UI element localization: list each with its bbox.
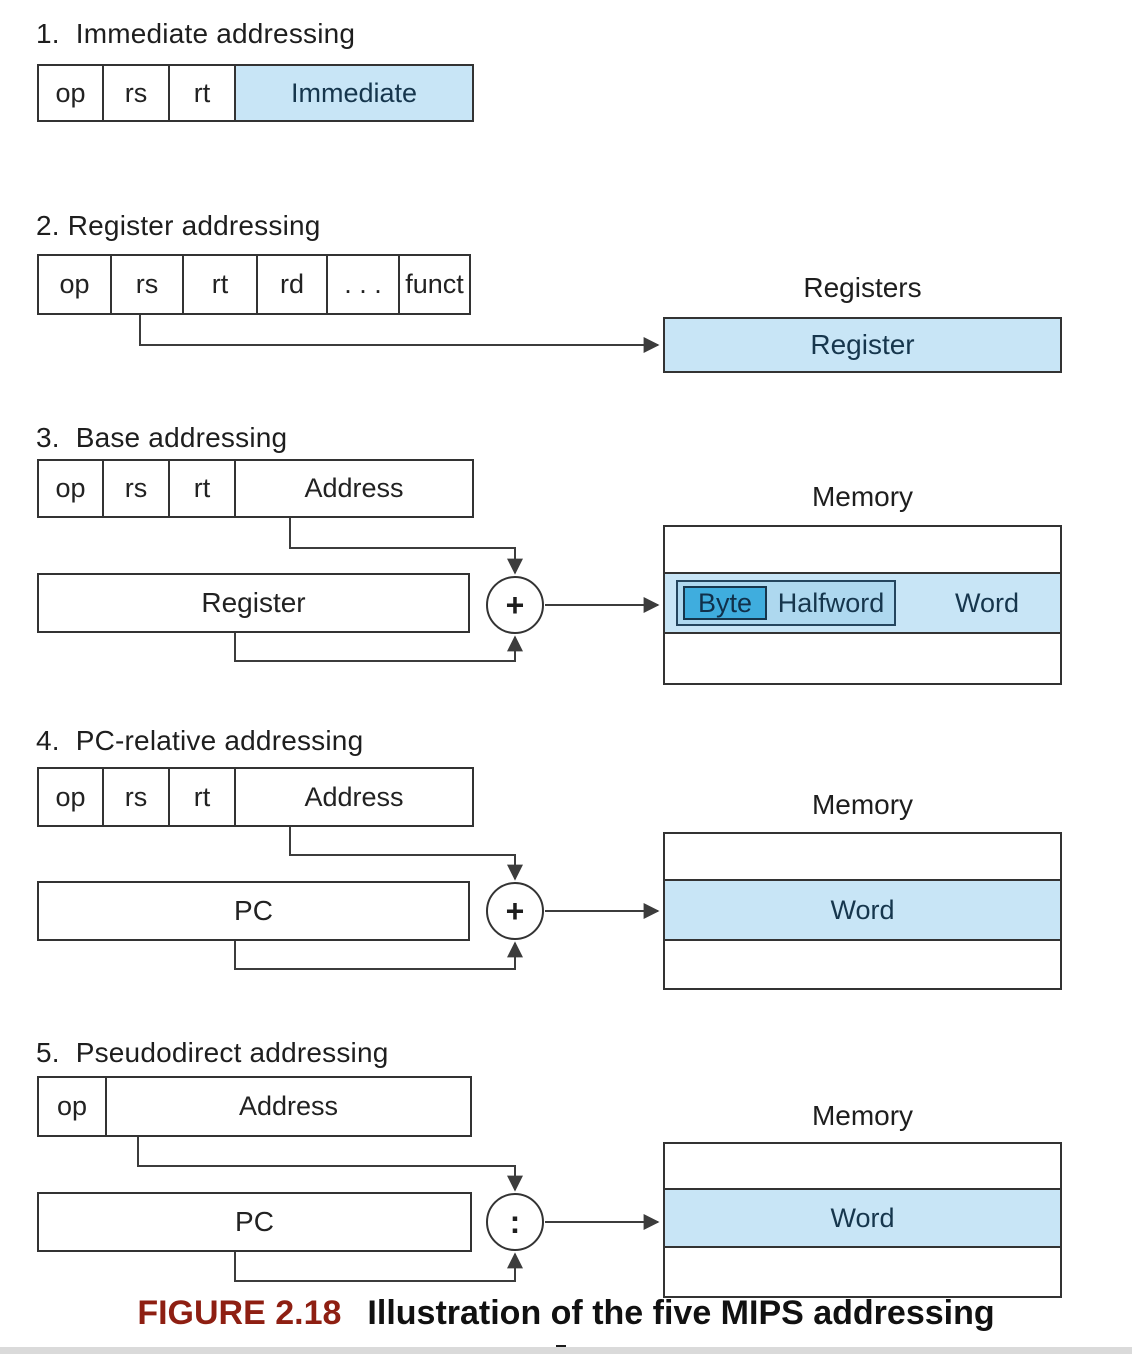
memory-row-empty — [665, 834, 1060, 879]
field-rd: rd — [256, 254, 328, 315]
adder-circle: + — [486, 882, 544, 940]
memory-bank-4: Word — [663, 832, 1062, 990]
concat-circle: : — [486, 1193, 544, 1251]
address-to-concat-arrow-5 — [137, 1137, 523, 1192]
section-3-instruction-row: op rs rt Address — [37, 459, 474, 518]
section-1-instruction-row: op rs rt Immediate — [37, 64, 474, 122]
pc-box: PC — [37, 1192, 472, 1252]
memory-title-4: Memory — [811, 789, 914, 820]
section-1-title: 1. Immediate addressing — [36, 18, 356, 49]
pc-to-concat-arrow-5 — [234, 1252, 523, 1282]
memory-row-word: Word — [665, 879, 1060, 941]
address-to-adder-arrow-4 — [289, 827, 523, 881]
field-rt: rt — [168, 459, 236, 518]
field-address: Address — [234, 459, 474, 518]
base-register-box: Register — [37, 573, 470, 633]
byte-box: Byte — [683, 586, 767, 620]
field-immediate: Immediate — [234, 64, 474, 122]
figure-caption-text: Illustration of the five MIPS addressing — [367, 1294, 995, 1332]
halfword-box: Byte Halfword — [676, 580, 896, 626]
field-funct: funct — [398, 254, 471, 315]
field-rt: rt — [168, 64, 236, 122]
field-address: Address — [105, 1076, 472, 1137]
field-op: op — [37, 459, 104, 518]
memory-row-empty — [665, 634, 1060, 679]
field-ellipsis: . . . — [326, 254, 400, 315]
address-to-adder-arrow-3 — [289, 518, 523, 575]
field-rs: rs — [102, 459, 170, 518]
page-bottom-edge — [0, 1347, 1132, 1354]
field-rs: rs — [102, 767, 170, 827]
field-address: Address — [234, 767, 474, 827]
field-op: op — [37, 254, 112, 315]
section-5-instruction-row: op Address — [37, 1076, 472, 1137]
register-bank-row: Register — [663, 317, 1062, 373]
field-op: op — [37, 64, 104, 122]
field-rs: rs — [102, 64, 170, 122]
word-label: Word — [954, 587, 1020, 618]
figure-number-label: FIGURE 2.18 — [137, 1294, 342, 1332]
memory-row-empty — [665, 527, 1060, 572]
pc-to-adder-arrow-4 — [234, 941, 523, 970]
memory-row-empty — [665, 941, 1060, 984]
memory-row-word: Word — [665, 1188, 1060, 1248]
field-rs: rs — [110, 254, 184, 315]
section-5-title: 5. Pseudodirect addressing — [36, 1037, 389, 1068]
figure-caption: FIGURE 2.18 Illustration of the five MIPS… — [0, 1294, 1132, 1333]
section-4-title: 4. PC-relative addressing — [36, 725, 364, 756]
pc-box: PC — [37, 881, 470, 941]
section-2-title: 2. Register addressing — [36, 210, 321, 241]
field-op: op — [37, 1076, 107, 1137]
field-rt: rt — [168, 767, 236, 827]
memory-row-empty — [665, 1248, 1060, 1292]
field-op: op — [37, 767, 104, 827]
field-rt: rt — [182, 254, 258, 315]
memory-bank-5: Word — [663, 1142, 1062, 1298]
memory-title-3: Memory — [811, 481, 914, 512]
registers-bank-title: Registers — [803, 272, 922, 303]
memory-row-empty — [665, 1144, 1060, 1188]
halfword-label: Halfword — [777, 587, 885, 618]
memory-title-5: Memory — [811, 1100, 914, 1131]
adder-circle: + — [486, 576, 544, 634]
register-to-adder-arrow-3 — [234, 633, 523, 662]
memory-bank-3: Byte Halfword Word — [663, 525, 1062, 685]
memory-row-data: Byte Halfword Word — [665, 572, 1060, 634]
section-2-instruction-row: op rs rt rd . . . funct — [37, 254, 471, 315]
section-4-instruction-row: op rs rt Address — [37, 767, 474, 827]
section-3-title: 3. Base addressing — [36, 422, 288, 453]
rs-to-register-arrow — [139, 315, 660, 353]
